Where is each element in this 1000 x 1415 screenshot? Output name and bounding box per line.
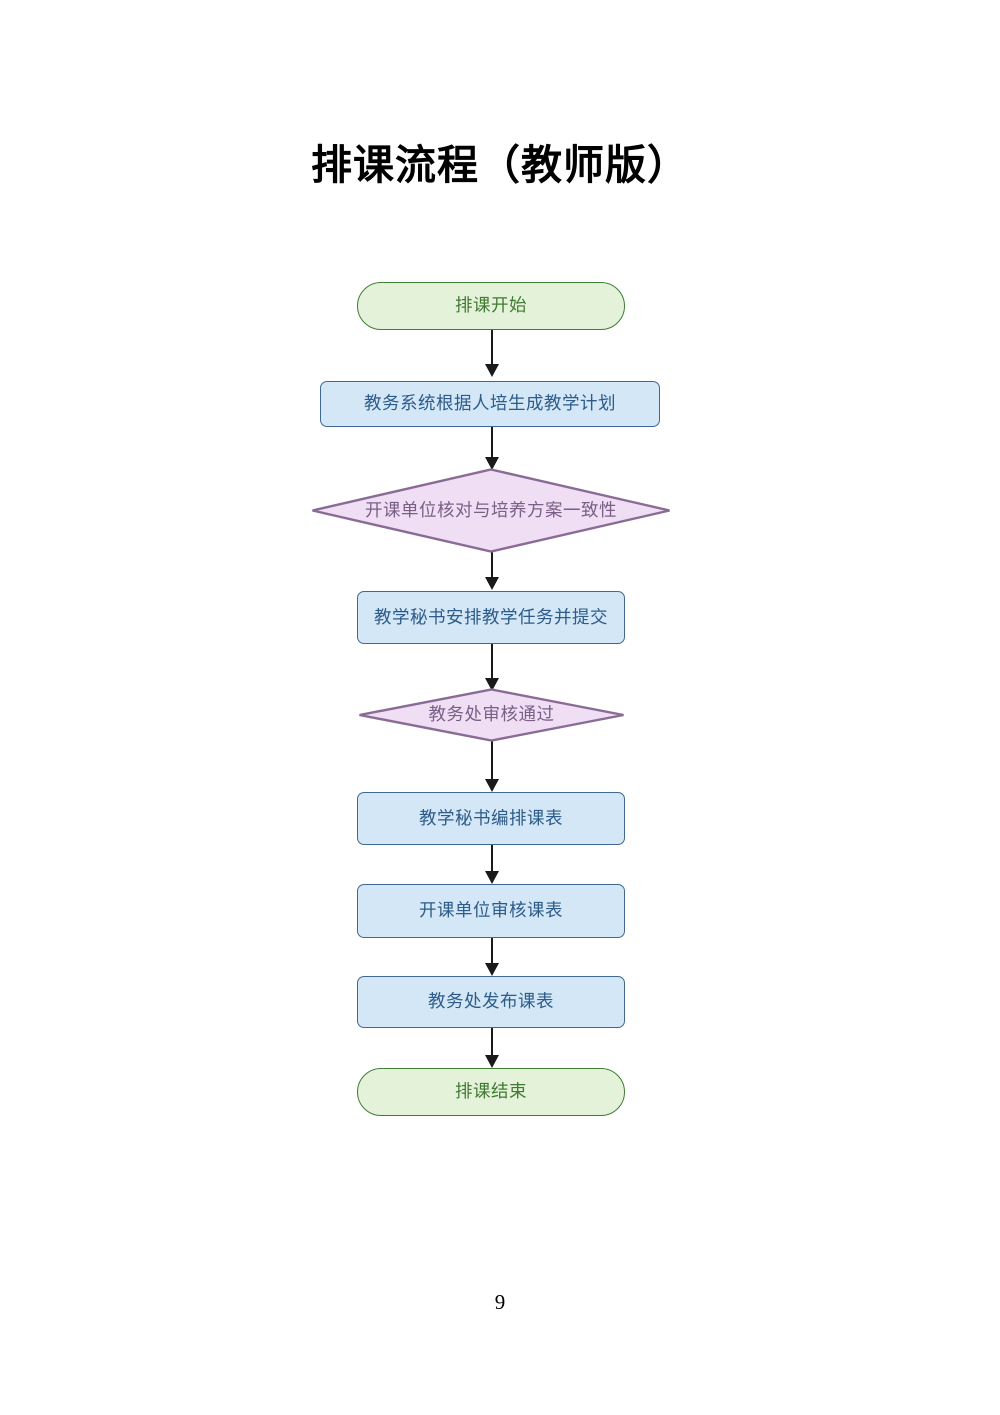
flow-node-generate-teaching-plan[interactable]: 教务系统根据人培生成教学计划 (320, 381, 660, 427)
flow-node-end[interactable]: 排课结束 (357, 1068, 625, 1116)
flow-node-academic-affairs-approved[interactable]: 教务处审核通过 (358, 688, 625, 742)
arrowhead-icon (485, 963, 499, 976)
connector-n4-n5 (485, 644, 499, 691)
flow-node-label: 教务系统根据人培生成教学计划 (364, 393, 616, 414)
arrowhead-icon (485, 577, 499, 590)
arrowhead-icon (485, 678, 499, 691)
connector-line (490, 740, 494, 779)
connector-n3-n4 (485, 551, 499, 590)
connector-line (490, 644, 494, 678)
connector-line (490, 330, 494, 364)
connector-n1-n2 (485, 330, 499, 377)
connector-n5-n6 (485, 740, 499, 792)
page-title: 排课流程（教师版） (311, 142, 689, 188)
flow-node-label: 排课开始 (455, 295, 527, 316)
flow-node-label: 教务处审核通过 (428, 704, 555, 725)
connector-line (490, 938, 494, 963)
arrowhead-icon (485, 871, 499, 884)
connector-n2-n3 (485, 427, 499, 470)
connector-line (490, 845, 494, 871)
flow-node-label: 教学秘书编排课表 (419, 807, 563, 828)
page-number: 9 (494, 1290, 506, 1314)
diamond-shape-icon (312, 468, 670, 553)
connector-line (490, 551, 494, 577)
connector-n6-n7 (485, 845, 499, 884)
flow-node-publish-timetable[interactable]: 教务处发布课表 (357, 976, 625, 1028)
connector-n7-n8 (485, 938, 499, 976)
flow-node-label: 教务处发布课表 (428, 991, 554, 1012)
arrowhead-icon (485, 457, 499, 470)
flow-node-secretary-arrange-timetable[interactable]: 教学秘书编排课表 (357, 792, 625, 845)
flow-node-check-consistency[interactable]: 开课单位核对与培养方案一致性 (311, 468, 671, 553)
flow-node-label: 教学秘书安排教学任务并提交 (374, 606, 608, 627)
flow-node-secretary-submit-task[interactable]: 教学秘书安排教学任务并提交 (357, 591, 625, 644)
diamond-shape-icon (359, 688, 624, 742)
connector-line (490, 1028, 494, 1055)
flow-node-label: 开课单位审核课表 (419, 900, 563, 921)
arrowhead-icon (485, 1055, 499, 1068)
arrowhead-icon (485, 364, 499, 377)
connector-line (490, 427, 494, 457)
flow-node-start[interactable]: 排课开始 (357, 282, 625, 330)
connector-n8-n9 (485, 1028, 499, 1068)
flow-node-label: 开课单位核对与培养方案一致性 (365, 499, 617, 520)
flow-node-unit-review-timetable[interactable]: 开课单位审核课表 (357, 884, 625, 938)
arrowhead-icon (485, 779, 499, 792)
flow-node-label: 排课结束 (455, 1081, 527, 1102)
